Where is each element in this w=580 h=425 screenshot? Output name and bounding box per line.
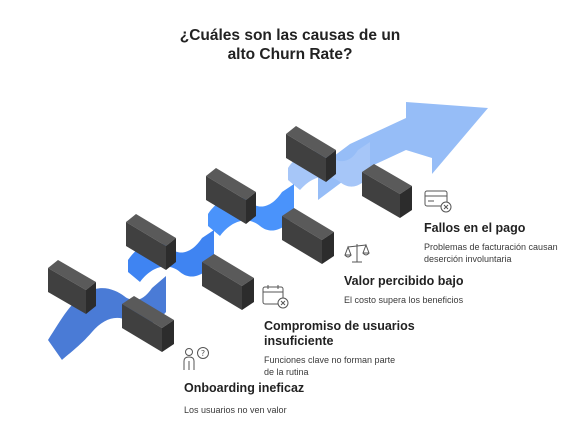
scale-icon [344,243,370,263]
credit-card-x-icon [424,190,452,213]
step-4-title: Fallos en el pago [424,221,526,235]
diagram-title: ¿Cuáles son las causas de un alto Churn … [150,26,430,64]
calendar-x-icon [262,285,289,309]
block-front-4 [362,164,412,218]
step-2-desc: Funciones clave no forman parte de la ru… [264,355,396,377]
block-front-1 [122,296,174,352]
block-front-2 [202,254,254,310]
step-1-desc: Los usuarios no ven valor [184,405,287,415]
step-3-title: Valor percibido bajo [344,274,464,288]
block-back-2 [126,214,176,270]
title-line-1: ¿Cuáles son las causas de un [179,27,401,44]
block-front-3 [282,208,334,264]
step-4: Fallos en el pago Problemas de facturaci… [424,221,574,265]
band-1 [48,276,166,360]
step-3: Valor percibido bajo El costo supera los… [344,274,524,307]
step-2-title: Compromiso de usuarios insuficiente [264,319,415,348]
confused-person-icon: ? [183,347,209,370]
block-back-3 [206,168,256,224]
block-back-4 [286,126,336,182]
svg-text:?: ? [201,349,205,358]
arrow-head [406,102,488,174]
step-4-desc: Problemas de facturación causan deserció… [424,242,558,264]
step-1-title: Onboarding ineficaz [184,381,305,395]
step-2: Compromiso de usuarios insuficiente Func… [264,319,444,378]
title-line-2: alto Churn Rate? [227,46,353,63]
step-1: Onboarding ineficaz Los usuarios no ven … [184,381,364,417]
step-3-desc: El costo supera los beneficios [344,295,464,305]
block-back-1 [48,260,96,314]
